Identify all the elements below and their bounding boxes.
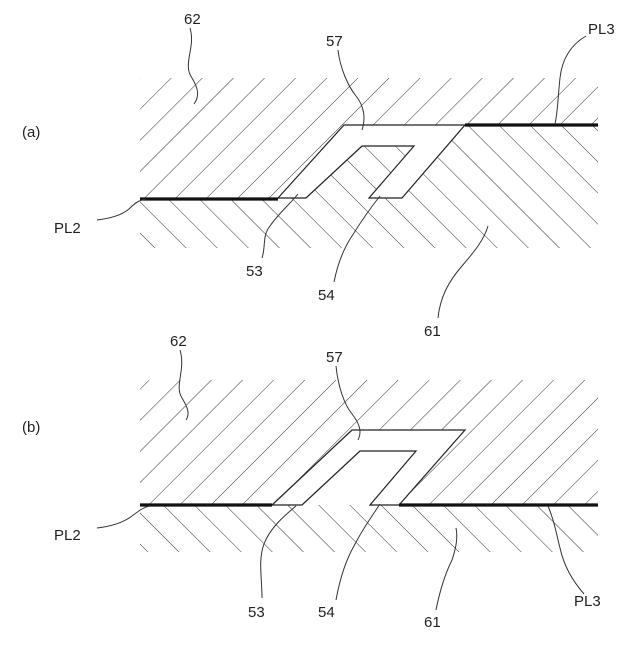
- panel-a-callout-53: 53: [246, 263, 263, 280]
- panel-a-callout-pl3: PL3: [588, 21, 615, 38]
- panel-b-callout-62: 62: [170, 333, 187, 350]
- panel-b-label: (b): [22, 419, 40, 436]
- panel-b-callout-53: 53: [248, 604, 265, 621]
- panel-b-callout-pl3: PL3: [574, 593, 601, 610]
- panel-a-callout-57: 57: [326, 33, 343, 50]
- panel-b-lower-mold-61: [140, 505, 598, 552]
- panel-a-callout-62: 62: [184, 11, 201, 28]
- panel-a-callout-pl2: PL2: [54, 220, 81, 237]
- panel-a-callout-54: 54: [318, 287, 335, 304]
- panel-a-leader-pl2: [97, 199, 146, 220]
- panel-a-label: (a): [22, 124, 40, 141]
- panel-b-callout-61: 61: [424, 614, 441, 631]
- panel-a-callout-61: 61: [424, 323, 441, 340]
- panel-b-callout-pl2: PL2: [54, 527, 81, 544]
- panel-b-callout-57: 57: [326, 349, 343, 366]
- panel-a: (a) 62 57 PL3 PL2 53 54 61: [22, 11, 615, 340]
- panel-b: (b) 62 57 PL2 53 54 61 PL3: [22, 333, 601, 631]
- panel-b-callout-54: 54: [318, 604, 335, 621]
